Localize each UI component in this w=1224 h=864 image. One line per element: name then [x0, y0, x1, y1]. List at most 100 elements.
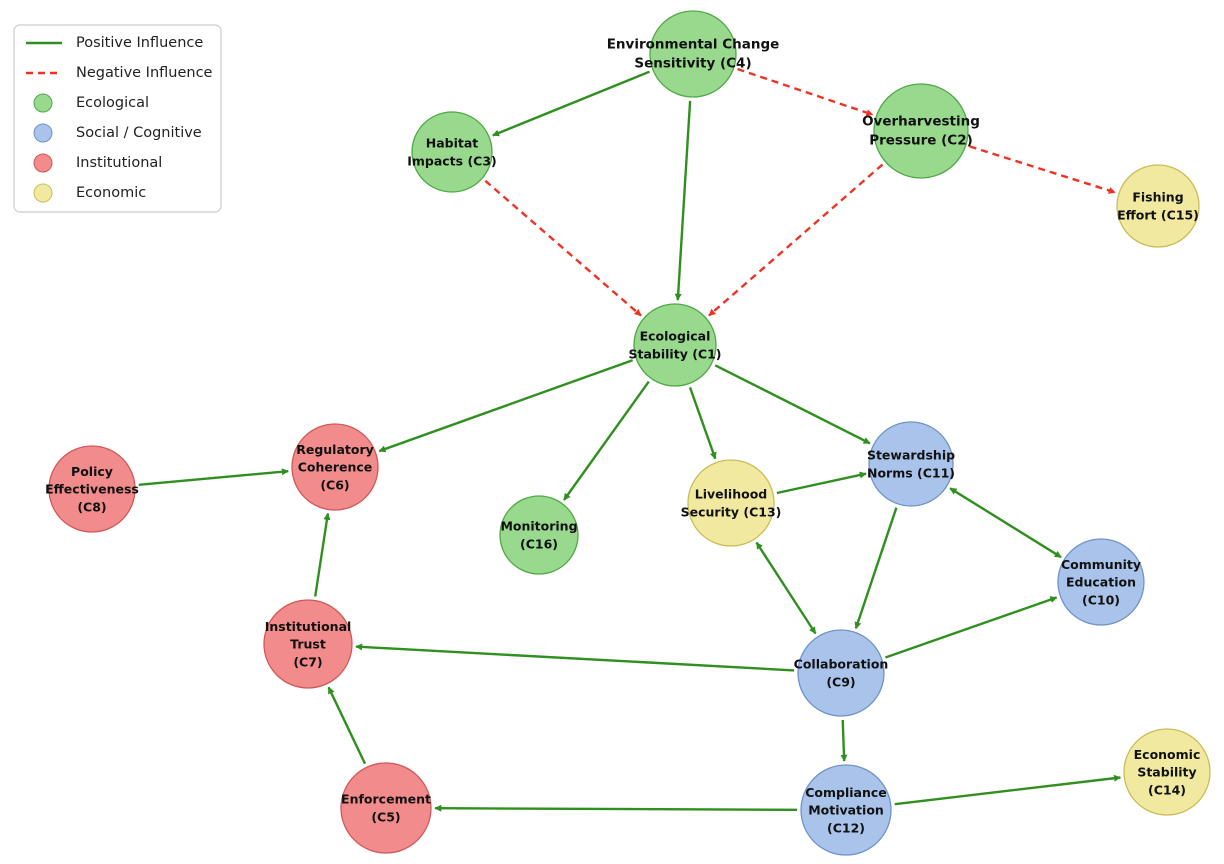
node-label: (C6)	[320, 477, 349, 492]
node-label: Stability	[1137, 765, 1196, 780]
legend-item: Social / Cognitive	[33, 123, 202, 143]
node-circle	[340, 762, 432, 854]
node-label: Institutional	[265, 619, 352, 634]
node-circle	[868, 421, 954, 507]
node-c9[interactable]: Collaboration (C9)	[794, 629, 889, 717]
node-c5[interactable]: Enforcement (C5)	[340, 762, 432, 854]
edge-c9-to-c7	[355, 643, 795, 672]
node-label: Norms (C11)	[867, 465, 955, 480]
edge-c13-to-c9	[755, 541, 817, 635]
node-label: Overharvesting	[862, 113, 980, 129]
edge-c5-to-c7	[327, 686, 367, 765]
node-label: Ecological	[640, 329, 711, 344]
legend-item: Institutional	[33, 153, 162, 173]
node-label: (C8)	[77, 499, 106, 514]
node-c16[interactable]: Monitoring (C16)	[499, 495, 579, 575]
legend-item: Economic	[33, 183, 146, 203]
edge-c11-to-c10	[949, 487, 1062, 559]
node-label: Habitat	[426, 136, 479, 151]
legend-dot-swatch	[33, 153, 53, 173]
edge-c1-to-c16	[563, 380, 650, 501]
node-label: Community	[1061, 557, 1141, 572]
legend-dot-swatch	[33, 183, 53, 203]
node-label: Effort (C15)	[1117, 207, 1199, 222]
node-circle	[1057, 538, 1145, 626]
node-circle	[1116, 164, 1200, 248]
node-label: Stability (C1)	[629, 346, 722, 361]
edge-c1-to-c6	[378, 359, 634, 453]
edge-c11-to-c9	[854, 507, 898, 630]
legend-box	[13, 24, 222, 213]
edge-c9-to-c10	[885, 596, 1058, 659]
node-label: Monitoring	[500, 519, 577, 534]
node-circle	[291, 423, 379, 511]
node-circle	[687, 459, 775, 547]
node-circle	[1123, 728, 1211, 816]
node-circle	[411, 111, 493, 193]
node-label: Motivation	[808, 803, 884, 818]
legend-dot-swatch	[33, 93, 53, 113]
edge-c7-to-c6	[314, 512, 331, 597]
edge-c12-to-c5	[434, 804, 798, 812]
node-label: Coherence	[298, 460, 373, 475]
node-label: Policy	[71, 464, 113, 479]
legend-label: Institutional	[76, 155, 162, 171]
edges-layer	[138, 67, 1121, 812]
node-label: (C16)	[520, 536, 558, 551]
node-label: Enforcement	[341, 792, 431, 807]
edge-c12-to-c14	[894, 774, 1121, 806]
node-circle	[48, 445, 136, 533]
node-label: (C9)	[826, 674, 855, 689]
node-label: Education	[1066, 575, 1136, 590]
node-label: Security (C13)	[681, 504, 782, 519]
node-label: Fishing	[1132, 190, 1183, 205]
node-label: Collaboration	[794, 657, 889, 672]
node-circle	[797, 629, 885, 717]
legend-item: Positive Influence	[26, 35, 203, 51]
node-circle	[873, 83, 969, 179]
node-label: (C5)	[371, 809, 400, 824]
node-label: Stewardship	[867, 448, 955, 463]
edge-c1-to-c11	[714, 364, 871, 445]
node-label: (C14)	[1148, 782, 1186, 797]
node-circle	[649, 10, 737, 98]
node-label: Sensitivity (C4)	[634, 56, 751, 72]
node-label: (C7)	[293, 654, 322, 669]
edge-c8-to-c6	[138, 468, 289, 486]
legend-label: Negative Influence	[76, 65, 213, 81]
legend-label: Positive Influence	[76, 35, 203, 51]
edge-c4-to-c2	[737, 67, 874, 116]
edge-c1-to-c13	[688, 386, 717, 460]
node-circle	[263, 599, 353, 689]
node-label: (C10)	[1082, 592, 1120, 607]
edge-c4-to-c3	[492, 70, 650, 137]
edge-c2-to-c15	[969, 145, 1116, 194]
edge-c2-to-c1	[708, 163, 884, 317]
node-label: Regulatory	[296, 442, 374, 457]
node-label: Pressure (C2)	[869, 133, 973, 149]
legend-dot-swatch	[33, 123, 53, 143]
node-label: Livelihood	[695, 487, 767, 502]
node-circle	[633, 303, 717, 387]
edge-c13-to-c11	[776, 471, 867, 495]
legend-item: Negative Influence	[26, 65, 213, 81]
edge-c3-to-c1	[484, 179, 642, 317]
edge-c4-to-c1	[674, 100, 692, 301]
node-circle	[800, 764, 892, 856]
